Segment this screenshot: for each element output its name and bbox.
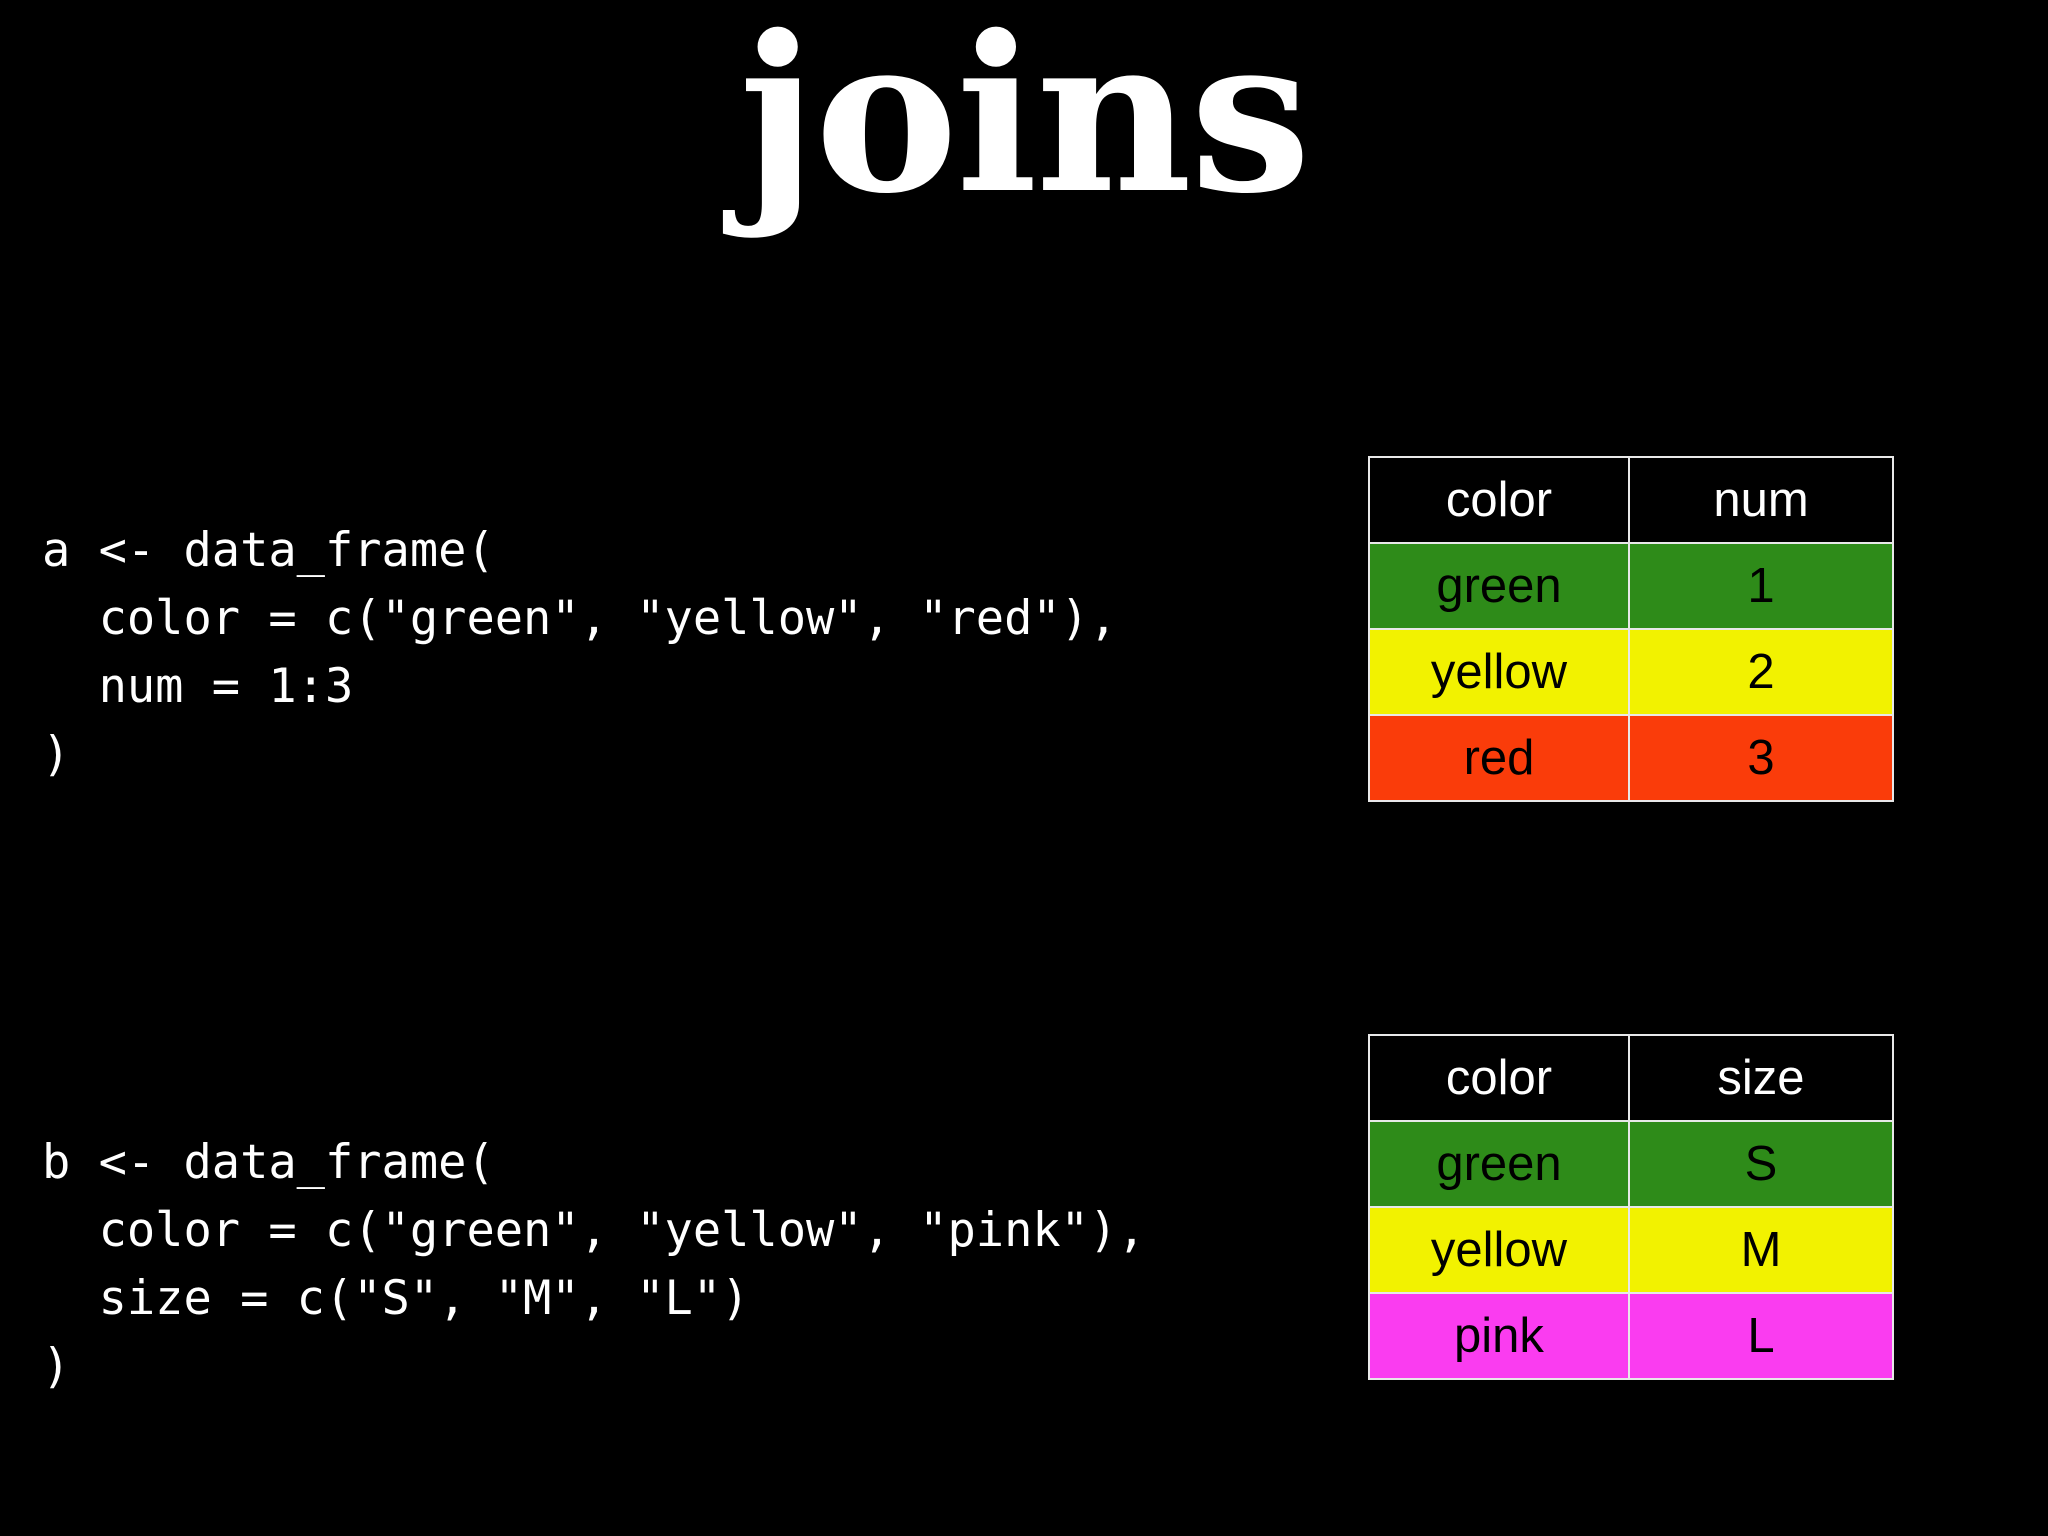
cell-color: green bbox=[1368, 1120, 1630, 1208]
cell-size: S bbox=[1628, 1120, 1894, 1208]
data-frame-table-a: color num green 1 yellow 2 red 3 bbox=[1368, 456, 1894, 802]
cell-color: yellow bbox=[1368, 1206, 1630, 1294]
table-row: yellow M bbox=[1368, 1206, 1894, 1294]
cell-color: red bbox=[1368, 714, 1630, 802]
column-header-num: num bbox=[1628, 456, 1894, 544]
code-line: b <- data_frame( bbox=[42, 1135, 495, 1190]
cell-num: 3 bbox=[1628, 714, 1894, 802]
code-line: a <- data_frame( bbox=[42, 523, 495, 578]
table-header-row: color size bbox=[1368, 1034, 1894, 1122]
table-row: pink L bbox=[1368, 1292, 1894, 1380]
table-row: green 1 bbox=[1368, 542, 1894, 630]
data-frame-table-b: color size green S yellow M pink L bbox=[1368, 1034, 1894, 1380]
column-header-size: size bbox=[1628, 1034, 1894, 1122]
cell-color: yellow bbox=[1368, 628, 1630, 716]
table-row: green S bbox=[1368, 1120, 1894, 1208]
code-line: ) bbox=[42, 1339, 71, 1394]
code-line: ) bbox=[42, 727, 71, 782]
table-row: red 3 bbox=[1368, 714, 1894, 802]
code-line: size = c("S", "M", "L") bbox=[42, 1271, 750, 1326]
cell-size: M bbox=[1628, 1206, 1894, 1294]
table-header-row: color num bbox=[1368, 456, 1894, 544]
table-row: yellow 2 bbox=[1368, 628, 1894, 716]
code-line: num = 1:3 bbox=[42, 659, 354, 714]
code-block-a: a <- data_frame( color = c("green", "yel… bbox=[42, 517, 1117, 789]
column-header-color: color bbox=[1368, 1034, 1630, 1122]
cell-num: 2 bbox=[1628, 628, 1894, 716]
code-line: color = c("green", "yellow", "red"), bbox=[42, 591, 1118, 646]
cell-color: pink bbox=[1368, 1292, 1630, 1380]
cell-num: 1 bbox=[1628, 542, 1894, 630]
column-header-color: color bbox=[1368, 456, 1630, 544]
cell-color: green bbox=[1368, 542, 1630, 630]
code-block-b: b <- data_frame( color = c("green", "yel… bbox=[42, 1129, 1146, 1401]
code-line: color = c("green", "yellow", "pink"), bbox=[42, 1203, 1146, 1258]
cell-size: L bbox=[1628, 1292, 1894, 1380]
page-title: joins bbox=[738, 0, 1311, 241]
